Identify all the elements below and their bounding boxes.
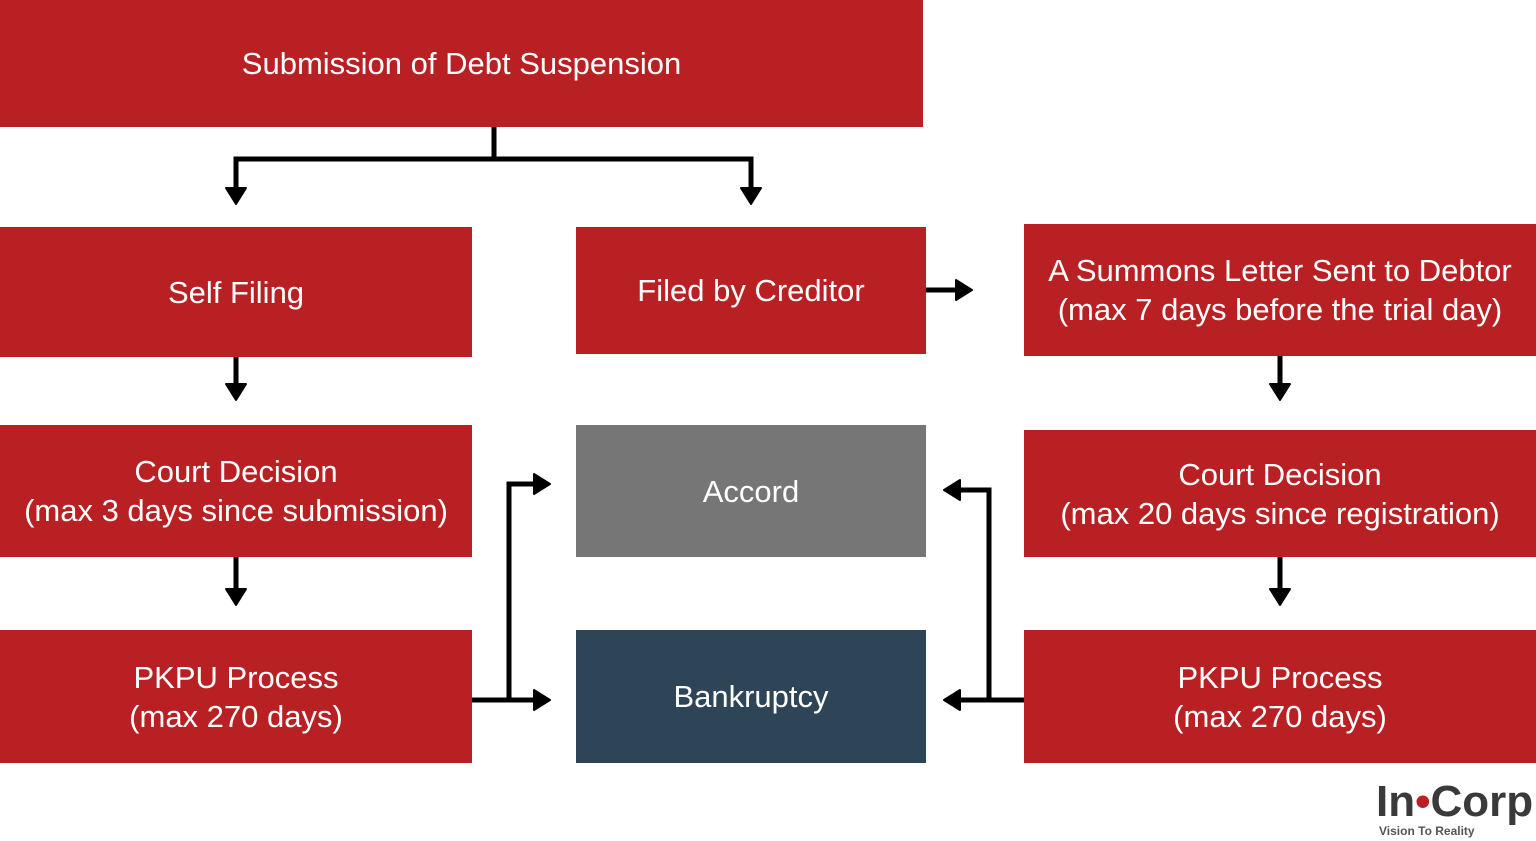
submission-label: Submission of Debt Suspension [241,46,682,81]
logo-word-in: In [1376,777,1416,826]
logo-tagline: Vision To Reality [1379,824,1475,838]
arrowhead-left-accord [943,479,961,501]
filed-by-creditor-box: Filed by Creditor [576,227,926,354]
court-decision-left-sublabel: (max 3 days since submission) [24,493,448,528]
court-decision-left-box: Court Decision (max 3 days since submiss… [0,425,472,557]
arrowhead-right-summons [955,279,973,301]
connector-pkpu-left-to-accord [506,481,536,700]
pkpu-right-sublabel: (max 270 days) [1173,698,1387,734]
connector-submission-right [494,156,754,190]
court-decision-right-label: Court Decision [1178,456,1382,492]
arrowhead-down-court-left [225,383,247,401]
logo-word-corp: Corp [1430,777,1534,826]
arrowhead-down-court-right [1269,383,1291,401]
pkpu-left-label: PKPU Process [133,659,339,695]
arrowhead-left-bankruptcy [943,689,961,711]
self-filing-label: Self Filing [167,274,305,310]
pkpu-right-label: PKPU Process [1177,659,1383,695]
arrowhead-down-pkpu-left [225,588,247,606]
logo-wordmark: In•Corp [1376,778,1533,826]
connector-submission-split [233,127,497,190]
summons-box: A Summons Letter Sent to Debtor (max 7 d… [1024,224,1536,356]
accord-box: Accord [576,425,926,557]
arrowhead-down-pkpu-right [1269,588,1291,606]
arrowhead-down-self-filing [225,187,247,205]
summons-sublabel: (max 7 days before the trial day) [1057,292,1503,327]
pkpu-left-box: PKPU Process (max 270 days) [0,630,472,763]
arrowhead-right-accord [533,473,551,495]
self-filing-box: Self Filing [0,227,472,357]
court-decision-left-label: Court Decision [134,454,338,489]
submission-box: Submission of Debt Suspension [0,0,923,127]
court-decision-right-box: Court Decision (max 20 days since regist… [1024,430,1536,557]
court-decision-right-sublabel: (max 20 days since registration) [1060,495,1500,531]
pkpu-left-sublabel: (max 270 days) [129,698,343,734]
arrowhead-down-filed-by-creditor [740,187,762,205]
connector-pkpu-right-to-accord [958,487,992,700]
bankruptcy-box: Bankruptcy [576,630,926,763]
filed-by-creditor-label: Filed by Creditor [637,273,865,308]
arrowhead-right-bankruptcy [533,689,551,711]
bankruptcy-label: Bankruptcy [673,679,829,714]
accord-label: Accord [702,473,800,509]
summons-label: A Summons Letter Sent to Debtor [1048,253,1512,288]
incorp-logo: In•Corp Vision To Reality [1376,778,1536,841]
pkpu-right-box: PKPU Process (max 270 days) [1024,630,1536,763]
logo-dot: • [1415,777,1431,826]
